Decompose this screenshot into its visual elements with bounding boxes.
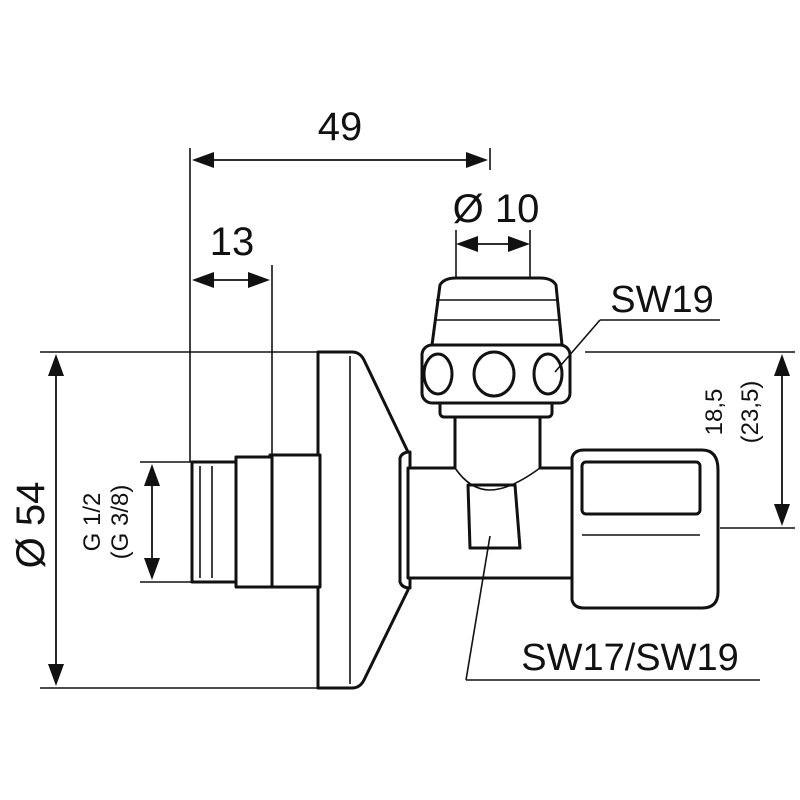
- dimension-rosette-diameter: Ø 54: [9, 354, 64, 686]
- thread-length-label: 13: [210, 220, 255, 264]
- rosette-diameter-label: Ø 54: [9, 482, 53, 569]
- thread-size-label: G 1/2: [79, 493, 106, 552]
- outlet-height-label: 18,5: [701, 389, 728, 436]
- callout-cap-wrench: SW19: [554, 279, 720, 373]
- extension-lines: [40, 148, 795, 689]
- threaded-inlet: [190, 453, 322, 589]
- dimension-thread-size: G 1/2 (G 3/8): [79, 464, 160, 580]
- cap-wrench-label: SW19: [610, 279, 713, 321]
- overall-length-label: 49: [318, 105, 363, 149]
- body-wrench-label: SW17/SW19: [521, 637, 739, 679]
- valve-body: [398, 408, 580, 590]
- dimension-thread-length: 13: [192, 220, 270, 288]
- dimension-outlet-height: 18,5 (23,5): [701, 354, 790, 526]
- rosette-flange: [316, 350, 410, 690]
- thread-size-alt-label: (G 3/8): [107, 485, 134, 560]
- spindle-diameter-label: Ø 10: [453, 187, 540, 231]
- outlet-nut: [570, 448, 720, 610]
- spindle-cap: [420, 276, 572, 419]
- dimension-spindle-diameter: Ø 10: [453, 187, 540, 252]
- dimension-overall-length: 49: [192, 105, 488, 168]
- outlet-height-alt-label: (23,5): [737, 381, 764, 444]
- callout-body-wrench: SW17/SW19: [465, 535, 760, 681]
